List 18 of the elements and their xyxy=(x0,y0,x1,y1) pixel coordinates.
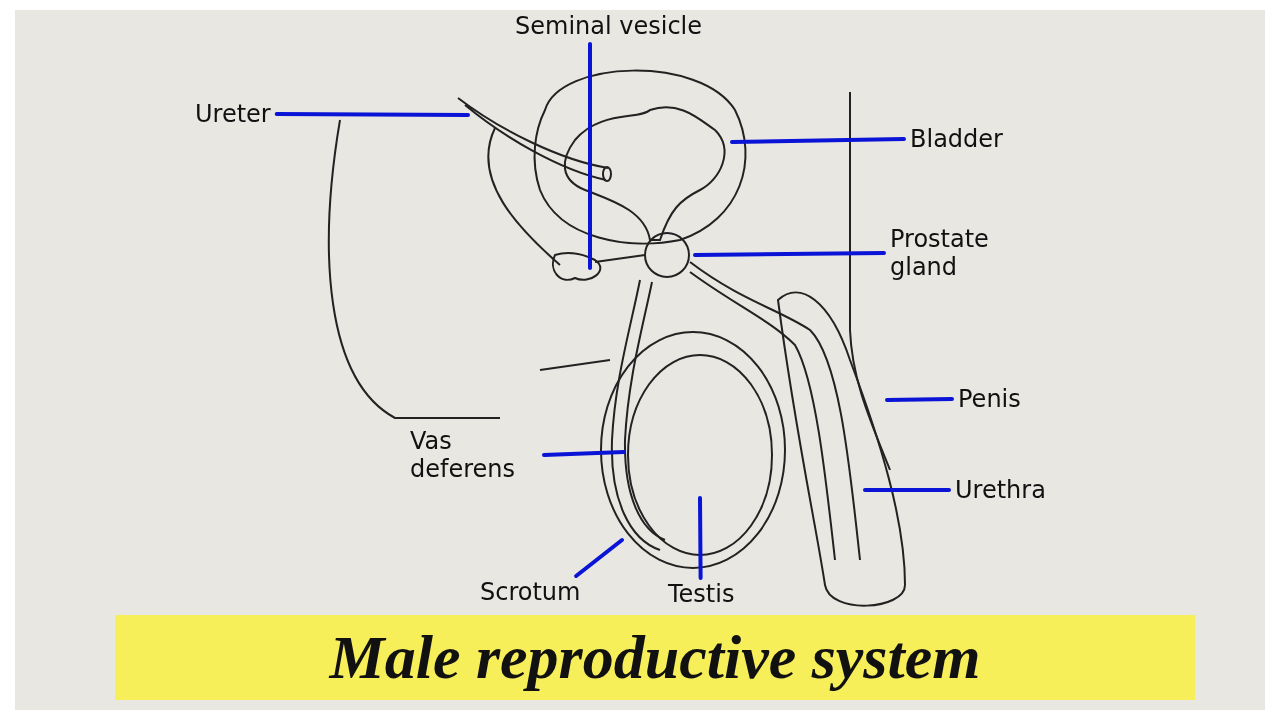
part-label: Prostate gland xyxy=(890,225,1040,281)
leader-line xyxy=(542,450,626,457)
leader-line xyxy=(574,538,624,578)
leader-line xyxy=(274,112,470,117)
part-label: Bladder xyxy=(910,125,1003,153)
leader-line xyxy=(885,397,954,402)
title: Male reproductive system xyxy=(115,615,1195,700)
leader-line xyxy=(863,488,951,492)
leader-line xyxy=(588,42,592,270)
part-label: Seminal vesicle xyxy=(515,12,703,40)
part-label: Scrotum xyxy=(480,578,581,606)
leader-line xyxy=(693,251,886,257)
part-label: Penis xyxy=(958,385,1021,413)
part-label: Ureter xyxy=(195,100,271,128)
part-label: Vas deferens xyxy=(410,427,538,483)
leader-line xyxy=(730,137,906,144)
part-label: Urethra xyxy=(955,476,1046,504)
part-label: Testis xyxy=(668,580,735,608)
